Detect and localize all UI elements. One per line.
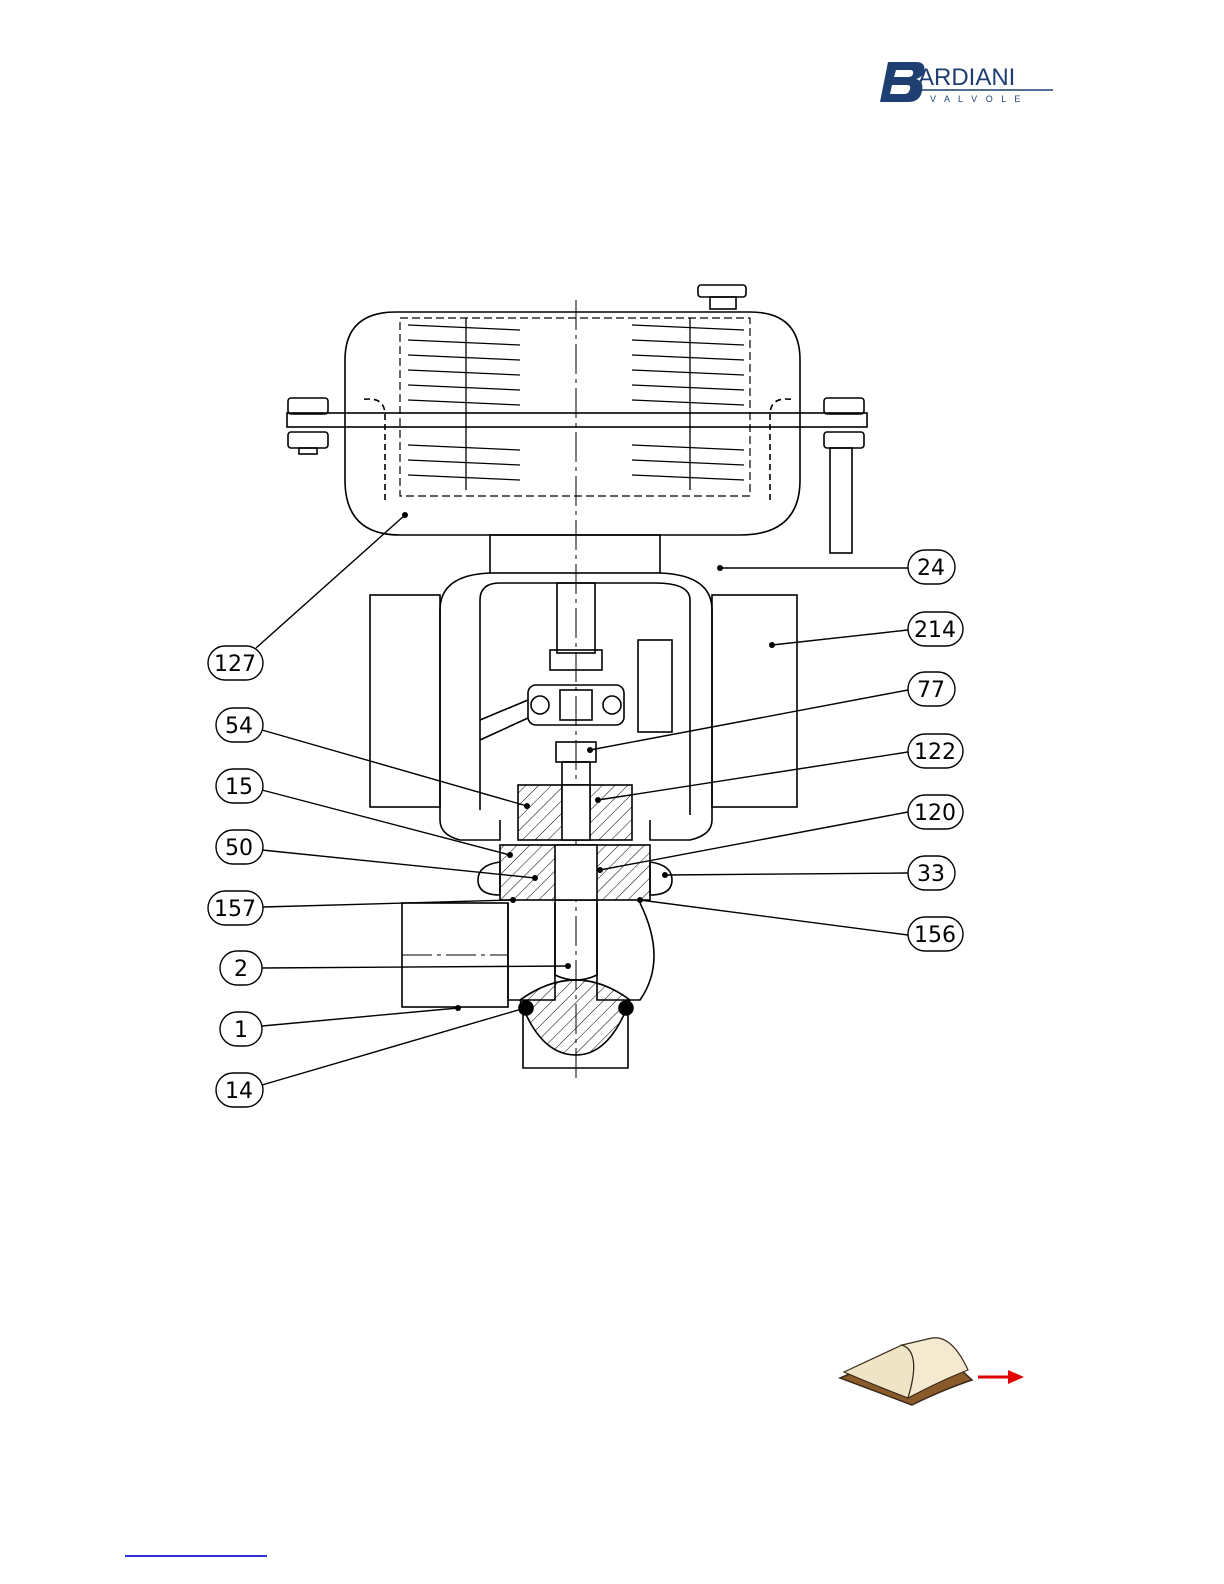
open-book-icon[interactable] [832, 1330, 1032, 1420]
balloon-156: 156 [914, 923, 956, 948]
balloon-157: 157 [214, 897, 256, 922]
positioner-box [370, 595, 440, 807]
balloon-77: 77 [917, 678, 945, 703]
valve-plug [520, 980, 630, 1055]
right-arrow-icon[interactable] [978, 1370, 1024, 1384]
right-spring [632, 318, 744, 490]
balloon-54: 54 [225, 714, 253, 739]
balloon-50: 50 [225, 836, 253, 861]
actuator-housing [345, 312, 800, 535]
balloon-33: 33 [917, 862, 945, 887]
balloon-122: 122 [914, 740, 956, 765]
balloon-214: 214 [914, 618, 956, 643]
balloon-14: 14 [225, 1079, 253, 1104]
balloon-1: 1 [234, 1018, 248, 1043]
balloon-24: 24 [917, 556, 945, 581]
footer-divider [125, 1555, 267, 1557]
balloon-120: 120 [914, 801, 956, 826]
balloon-2: 2 [234, 957, 248, 982]
balloon-127: 127 [214, 652, 256, 677]
left-spring [408, 318, 520, 490]
balloon-15: 15 [225, 775, 253, 800]
